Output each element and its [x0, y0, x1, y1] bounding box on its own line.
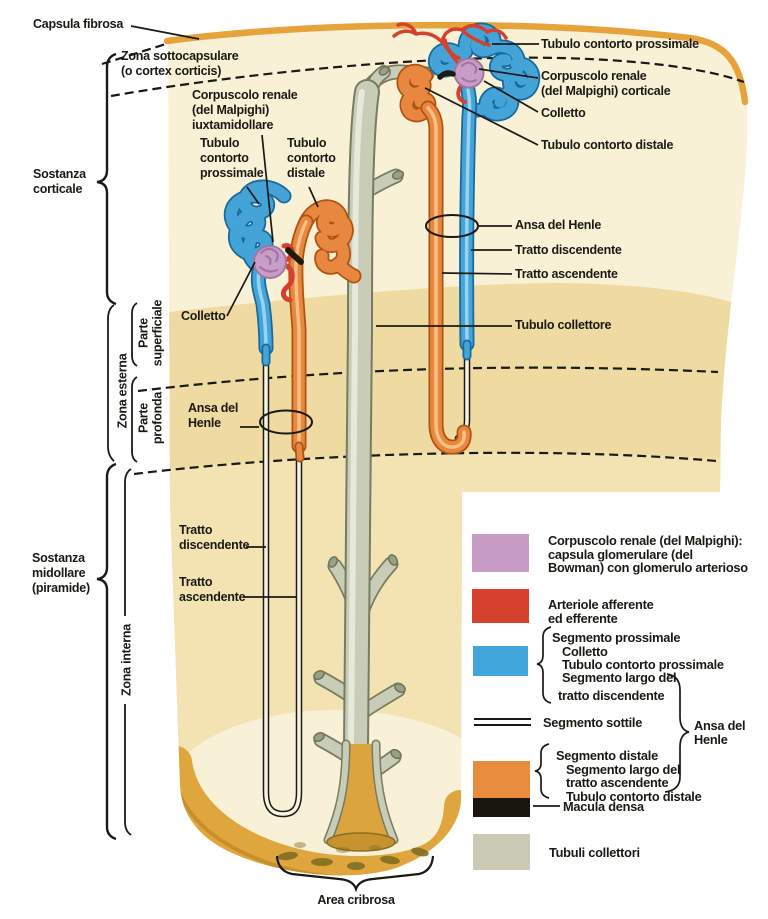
papilla-opening — [323, 739, 399, 852]
legend-ansa-brace — [664, 673, 690, 793]
cortical-nephron — [392, 22, 533, 447]
legend-text-macula-densa: Macula densa — [563, 799, 644, 814]
parte-profonda-bracket — [131, 376, 138, 463]
label-sostanza-corticale: Sostanza corticale — [33, 167, 86, 196]
label-ansa-del-henle-right: Ansa del Henle — [515, 218, 602, 232]
juxtamedullary-nephron — [231, 187, 354, 458]
henle-ring-left — [259, 409, 313, 435]
label-corpuscolo-iuxtamidollare: Corpuscolo renale (del Malpighi) iuxtami… — [192, 88, 298, 132]
sostanza-midollare-brace — [96, 462, 117, 841]
legend-distal-group-brace — [534, 743, 550, 799]
zona-esterna-bracket — [107, 304, 115, 462]
label-tratto-ascendente-right: Tratto ascendente — [515, 267, 618, 281]
legend-swatch-tubuli-collettori — [473, 834, 530, 870]
label-corpuscolo-corticale: Corpuscolo renale (del Malpighi) cortica… — [541, 69, 671, 98]
label-tratto-discendente-right: Tratto discendente — [515, 243, 622, 257]
legend-text-arteriole: Arteriole afferente ed efferente — [548, 597, 654, 626]
area-cribrosa-brace — [275, 855, 435, 893]
capsule-border — [163, 21, 749, 106]
renal-corpuscle-right — [453, 57, 485, 89]
label-parte-superficiale: Parte superficiale — [136, 299, 165, 367]
leader-lines — [130, 25, 560, 807]
legend-swatch-macula-densa — [473, 798, 530, 817]
label-tratto-discendente-left: Tratto discendente — [179, 523, 250, 552]
legend-text-corpuscolo: Corpuscolo renale (del Malpighi): capsul… — [548, 533, 748, 575]
label-colletto-left: Colletto — [181, 309, 226, 323]
legend-text-segmento-distale: Segmento distale — [556, 748, 658, 763]
legend-swatch-blue-group — [473, 646, 528, 676]
thin-segment-symbol — [474, 718, 531, 726]
legend-text-segmento-largo-asc-2: tratto ascendente — [566, 775, 669, 790]
legend-swatch-arteriole — [472, 589, 529, 623]
afferent-efferent-arterioles-right — [392, 22, 508, 104]
legend-blue-group-brace — [536, 626, 552, 704]
label-zona-sottocapsulare: Zona sottocapsulare (o cortex corticis) — [121, 49, 239, 78]
label-colletto-right: Colletto — [541, 106, 586, 120]
legend-text-colletto: Colletto — [562, 644, 608, 659]
legend-swatch-orange-group — [473, 761, 530, 798]
legend-text-ansa-del-henle: Ansa del Henle — [694, 718, 746, 747]
zona-interna-bracket — [124, 468, 132, 836]
label-parte-profonda: Parte profonda — [136, 391, 165, 445]
legend-text-tubulo-contorto-distale: Tubulo contorto distale — [566, 789, 702, 804]
label-area-cribrosa: Area cribrosa — [317, 893, 395, 907]
legend-text-segmento-largo-disc-1: Segmento largo del — [562, 670, 677, 685]
legend-text-segmento-largo-asc-1: Segmento largo del — [566, 762, 681, 777]
collecting-duct — [313, 65, 427, 852]
label-tubulo-contorto-distale-right: Tubulo contorto distale — [541, 138, 674, 152]
legend-text-tubulo-contorto-prossimale: Tubulo contorto prossimale — [562, 657, 724, 672]
macula-densa-right — [437, 70, 456, 80]
label-tubulo-collettore: Tubulo collettore — [515, 318, 612, 332]
parte-superficiale-bracket — [131, 302, 138, 367]
legend-text-segmento-sottile: Segmento sottile — [543, 715, 643, 730]
label-tubulo-contorto-prossimale-right: Tubulo contorto prossimale — [541, 37, 699, 51]
henle-loop-rings — [259, 214, 479, 435]
legend-text-segmento-prossimale: Segmento prossimale — [552, 630, 681, 645]
label-sostanza-midollare: Sostanza midollare (piramide) — [32, 551, 90, 595]
label-zona-esterna: Zona esterna — [115, 353, 130, 429]
label-zona-interna: Zona interna — [119, 623, 134, 697]
macula-densa-left — [285, 247, 304, 265]
legend-braces — [474, 626, 690, 799]
label-tubulo-contorto-prossimale-left: Tubulo contorto prossimale — [200, 136, 264, 180]
label-ansa-del-henle-left: Ansa del Henle — [188, 401, 239, 430]
renal-corpuscle-left — [253, 245, 287, 279]
area-cribrosa-dots — [278, 842, 429, 870]
legend-text-tubuli-collettori: Tubuli collettori — [549, 845, 640, 860]
zone-braces — [96, 52, 435, 893]
henle-ring-right — [425, 214, 479, 238]
duct-branch-openings — [313, 66, 406, 760]
label-capsula-fibrosa: Capsula fibrosa — [33, 17, 124, 31]
label-tubulo-contorto-distale-left: Tubulo contorto distale — [287, 136, 336, 180]
legend-swatch-corpuscolo — [472, 534, 529, 572]
legend-text-segmento-largo-disc-2: tratto discendente — [558, 688, 665, 703]
sostanza-corticale-brace — [96, 52, 117, 306]
label-tratto-ascendente-left: Tratto ascendente — [179, 575, 246, 604]
